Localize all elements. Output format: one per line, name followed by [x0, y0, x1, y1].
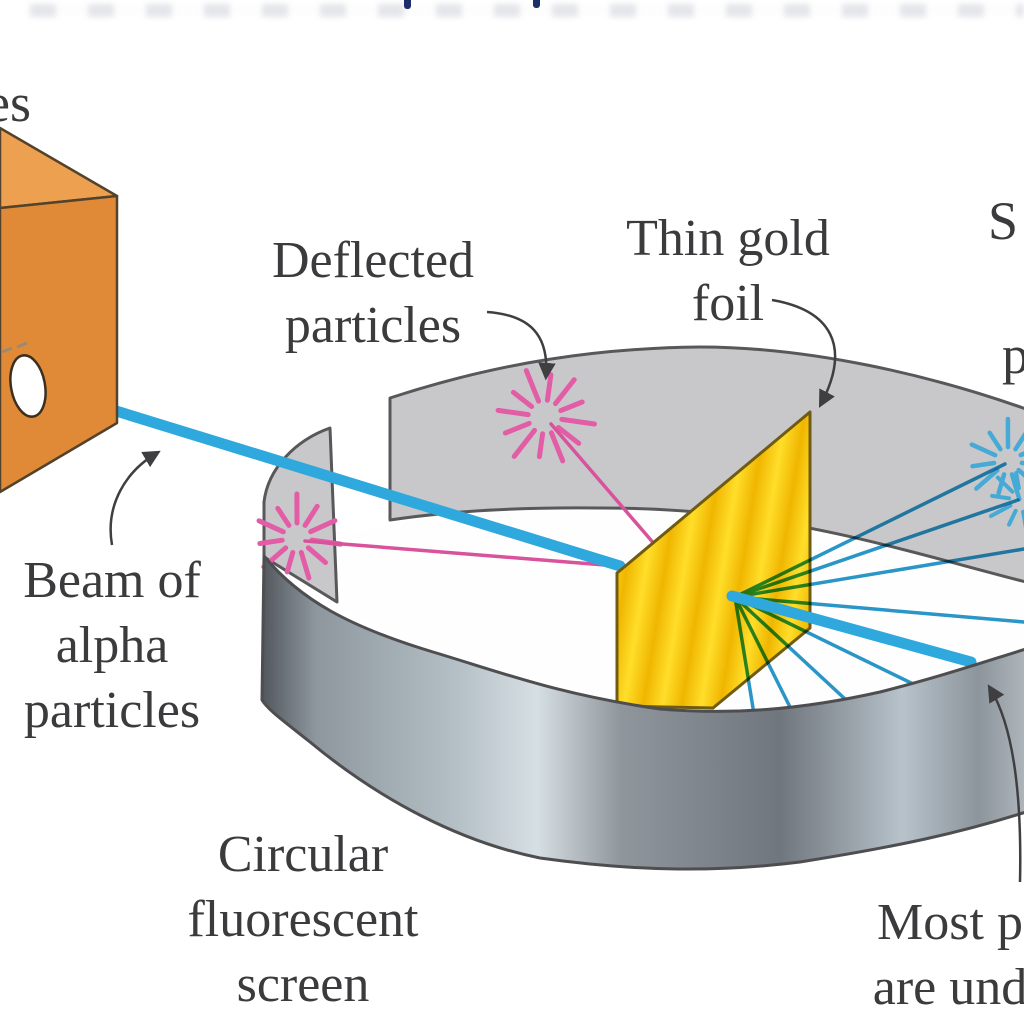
starburst-ray [990, 493, 1012, 501]
scattered-rays [733, 462, 1024, 713]
label-beam-of-alpha-particles: Beam of alpha particles [23, 552, 201, 739]
deflected-ray-to-back-wall [549, 422, 658, 548]
source-box-front-face [0, 194, 119, 494]
source-box-dash [16, 341, 28, 349]
starburst-ray [1016, 467, 1024, 478]
gold-foil [615, 410, 812, 710]
starburst-ray [256, 518, 286, 535]
starburst-ray [1014, 471, 1021, 491]
starburst-ray [305, 545, 328, 565]
starburst-ray [495, 407, 531, 418]
alpha-beam-undeflected [726, 590, 977, 668]
annotation-arrows [109, 298, 1022, 883]
starburst-ray [1009, 472, 1022, 502]
starburst-ray [1007, 508, 1018, 527]
starburst-ray [510, 389, 535, 409]
scattered-ray [733, 595, 1024, 624]
starburst-ray [1013, 431, 1024, 452]
source-box-top-face [0, 126, 119, 210]
starburst-ray [995, 475, 1015, 494]
starburst-ray [559, 416, 597, 427]
starburst-ray [284, 549, 296, 575]
source-box-dash [1, 346, 13, 354]
label-left-edge-fragment: es [0, 73, 31, 133]
scattered-ray [733, 498, 1020, 599]
scattered-ray [733, 462, 1007, 599]
starburst-ray [257, 537, 285, 546]
deflected-rays [303, 422, 658, 568]
starburst-blue-wall-upper [969, 416, 1024, 502]
starburst-ray [548, 430, 566, 464]
scattered-ray [733, 595, 794, 713]
alpha-beam-incoming [19, 377, 626, 572]
cropped-title-smear [30, 4, 1024, 17]
starburst-ray [989, 503, 1013, 518]
starburst-ray [523, 368, 542, 404]
starburst-ray [987, 430, 1003, 452]
alpha-source-box [0, 126, 119, 494]
starburst-ray [302, 503, 320, 528]
starburst-ray [553, 377, 577, 407]
cropped-title-descender [533, 0, 540, 8]
arrow-beam [109, 450, 161, 546]
cropped-title-descender [404, 0, 411, 9]
label-deflected-particles: Deflected particles [271, 232, 475, 354]
screen-back-wall [388, 345, 1024, 584]
starburst-ray [502, 420, 532, 436]
starburst-ray [536, 431, 546, 460]
starburst-ray [555, 425, 582, 446]
label-circular-fluorescent-screen: Circular fluorescent screen [187, 826, 419, 1013]
arrow-most-undeflected [987, 684, 1022, 883]
starburst-ray [558, 399, 585, 414]
scattered-ray [733, 547, 1024, 599]
starburst-ray [969, 442, 998, 458]
arrow-deflected-particles [486, 310, 556, 381]
starburst-ray [970, 460, 997, 469]
label-right-edge-fragment-p: p [1002, 325, 1024, 385]
scattered-ray [733, 595, 860, 713]
starburst-ray [974, 467, 1000, 491]
arrow-thin-gold-foil [771, 298, 837, 408]
deflected-ray-to-left-piece [303, 539, 619, 568]
starburst-ray [298, 549, 312, 581]
starburst-ray [275, 505, 292, 528]
starburst-pink-back-wall [495, 368, 597, 464]
label-right-edge-fragment-s: S [988, 191, 1019, 251]
label-thin-gold-foil: Thin gold foil [626, 210, 830, 332]
starburst-ray [996, 472, 1007, 496]
starburst-ray [308, 518, 338, 535]
screen-front-band [260, 554, 1024, 871]
starburst-ray [511, 427, 537, 459]
label-most-particles-fragment: Most p are und [872, 894, 1024, 1016]
source-box-aperture [9, 354, 47, 418]
scattered-ray [733, 595, 755, 710]
starburst-ray [544, 372, 554, 403]
